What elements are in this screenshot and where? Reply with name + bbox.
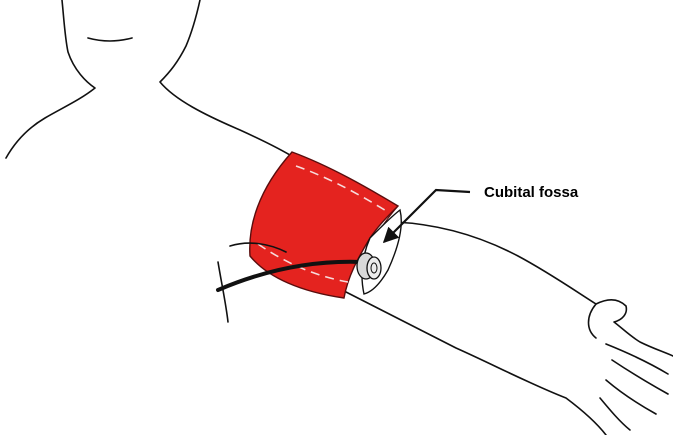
cubital-fossa-label: Cubital fossa (484, 184, 579, 201)
finger-1-line (606, 344, 668, 374)
finger-3-line (606, 380, 656, 414)
finger-2-line (612, 360, 668, 394)
finger-4-line (600, 398, 630, 430)
forearm-bottom-line (346, 292, 606, 435)
palm-line (589, 304, 597, 338)
upper-arm-bottom-line (218, 262, 228, 322)
chin-line (88, 38, 132, 41)
forearm-top-line (394, 222, 673, 356)
neck-right-line (160, 0, 295, 158)
neck-left-line (6, 0, 95, 158)
